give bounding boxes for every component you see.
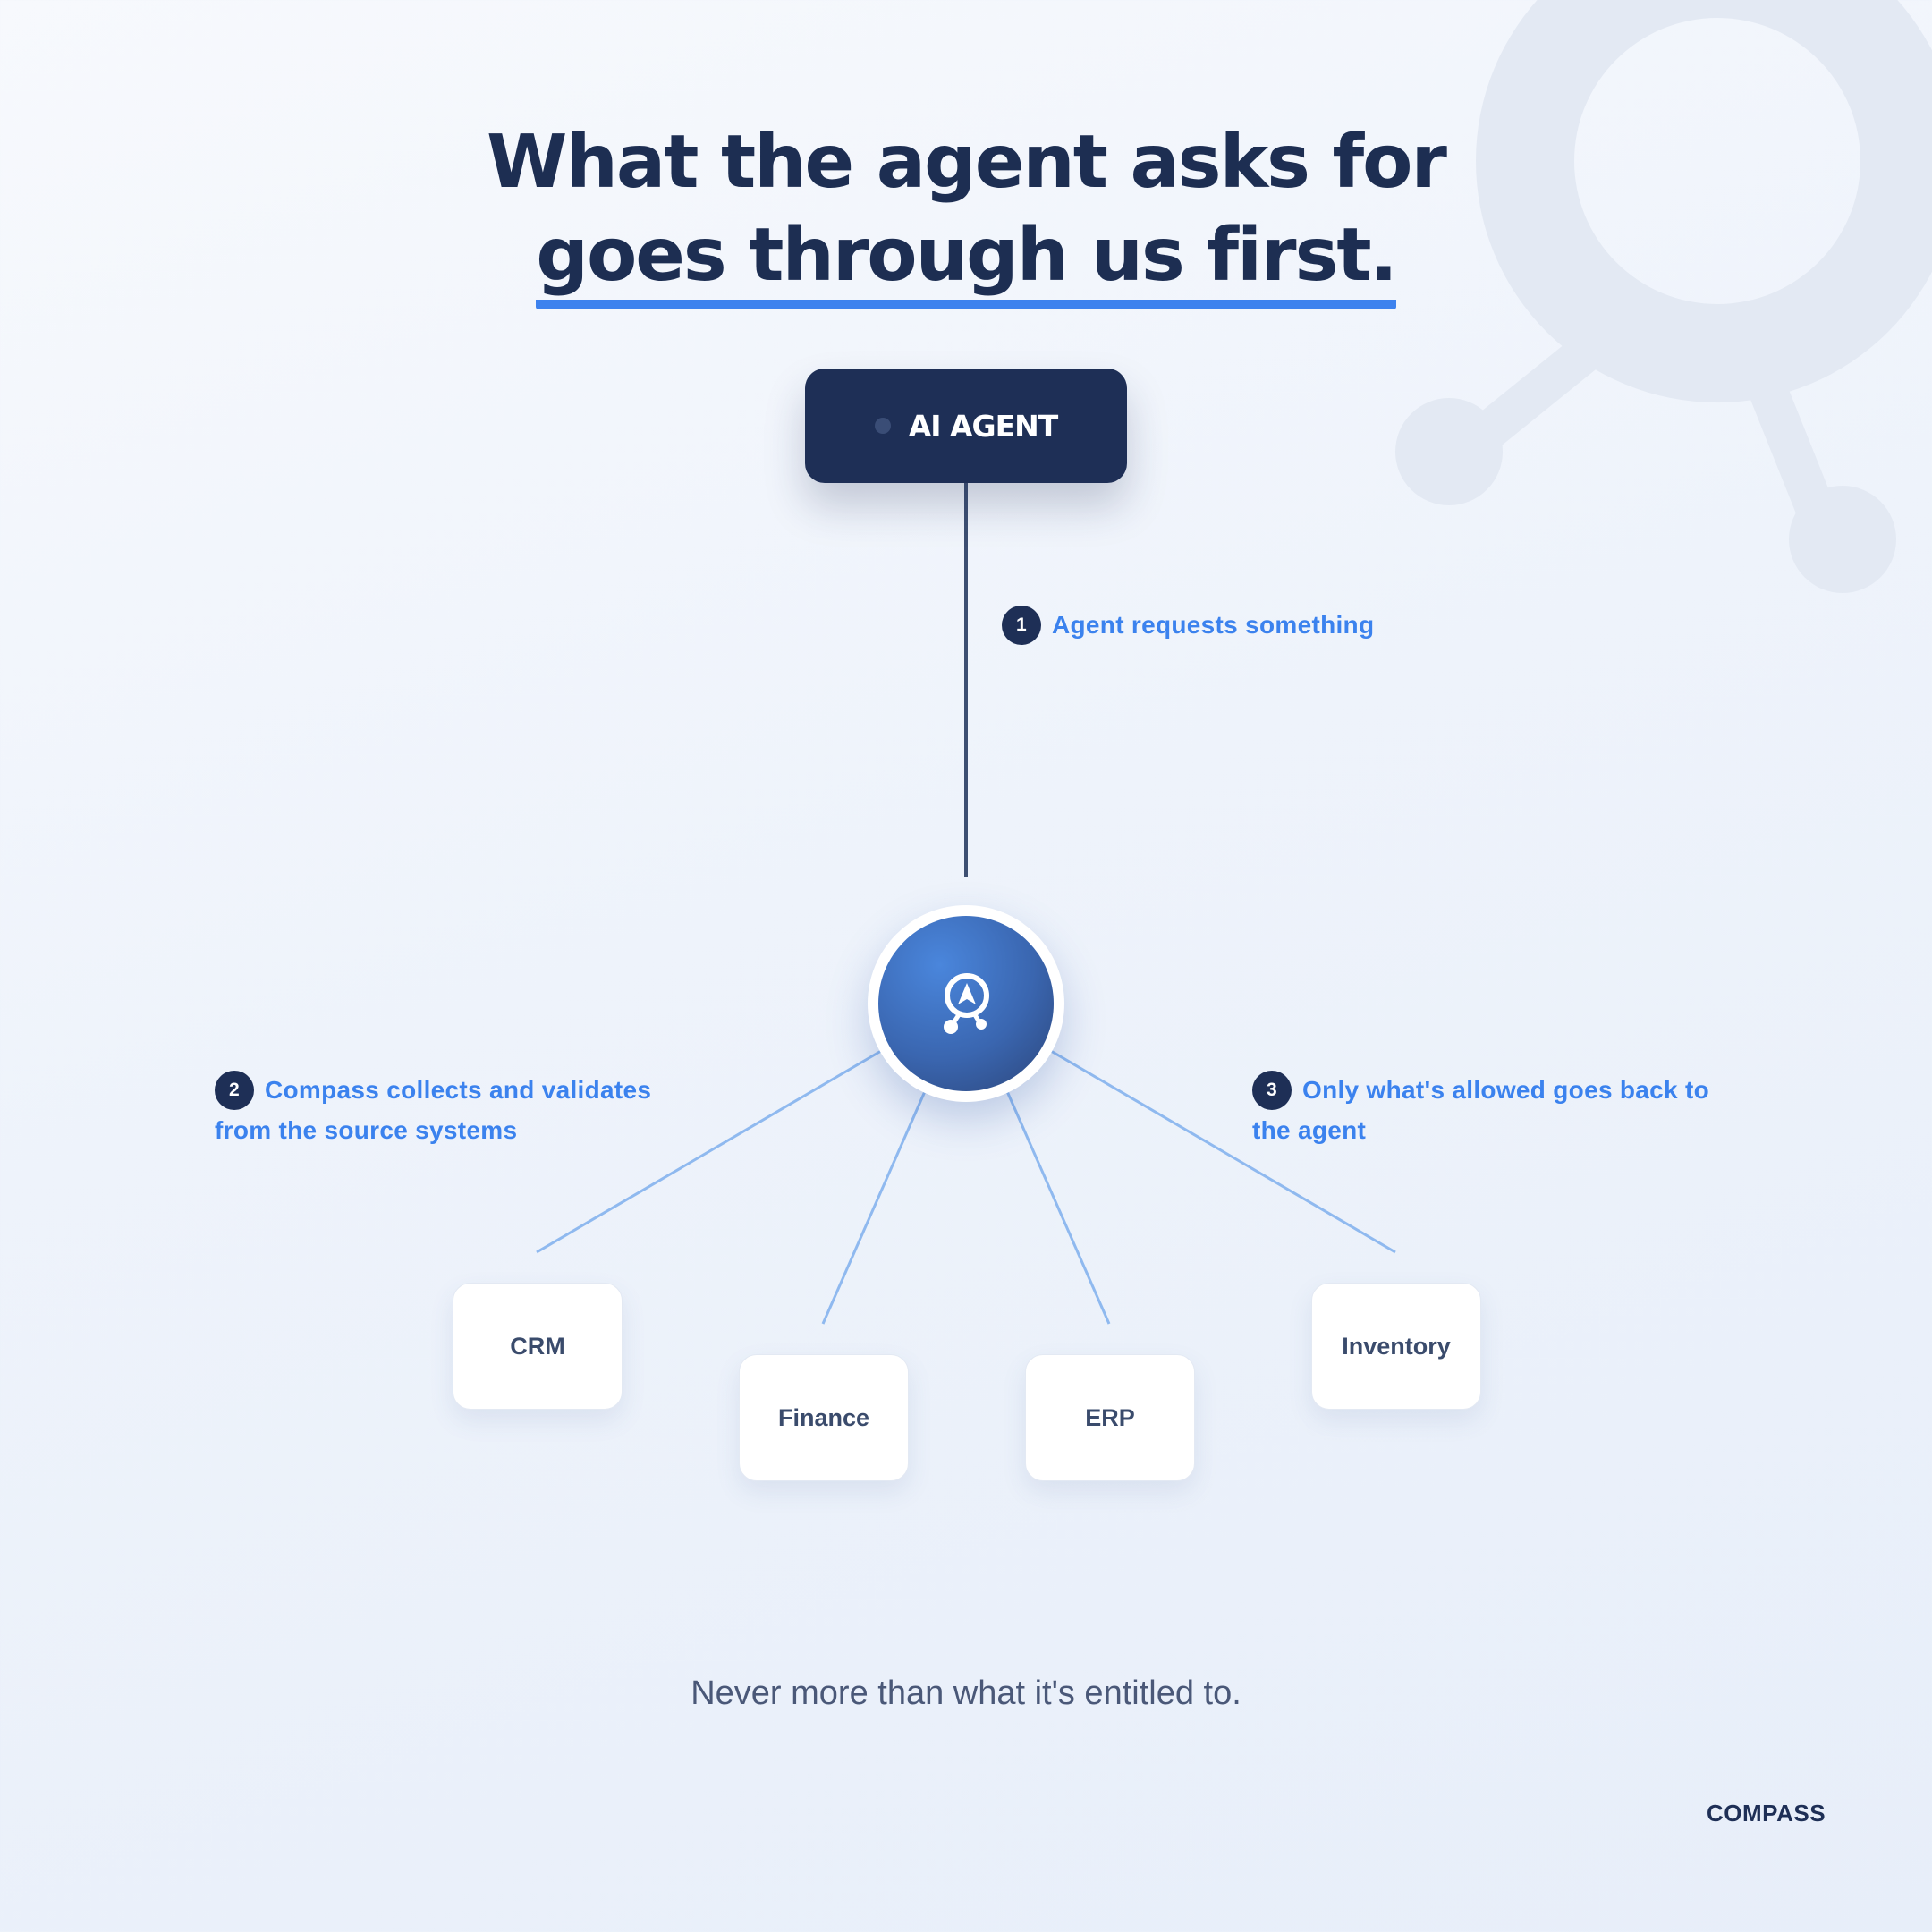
ai-agent-label: AI AGENT (908, 408, 1059, 444)
headline-line-2-underlined: goes through us first. (536, 214, 1398, 309)
system-erp: ERP (1025, 1354, 1195, 1481)
system-inventory: Inventory (1311, 1283, 1481, 1410)
hub-to-inventory-connector (1050, 1049, 1396, 1254)
agent-status-dot-icon (874, 418, 891, 434)
step-1-annotation: 1 Agent requests something (1002, 605, 1375, 647)
step-3-text-line-2: the agent (1252, 1115, 1367, 1144)
system-crm: CRM (453, 1283, 623, 1410)
step-3-text-line-1: Only what's allowed goes back to (1302, 1076, 1710, 1104)
compass-brand-logo: COMPASS (1707, 1800, 1826, 1826)
step-3-annotation: 3 Only what's allowed goes back to the ag… (1252, 1070, 1710, 1148)
step-1-text: Agent requests something (1052, 611, 1375, 639)
compass-logo-icon (944, 973, 989, 1034)
step-2-annotation: 2 Compass collects and validates from the… (215, 1070, 652, 1148)
step-2-text-line-2: from the source systems (215, 1115, 518, 1144)
ai-agent-node: AI AGENT (805, 369, 1127, 483)
hub-to-erp-connector (1004, 1089, 1111, 1325)
tagline: Never more than what it's entitled to. (691, 1674, 1241, 1712)
hub-to-finance-connector (821, 1089, 928, 1325)
step-2-text-line-1: Compass collects and validates (265, 1076, 652, 1104)
headline: What the agent asks for goes through us … (0, 116, 1932, 309)
hub-to-crm-connector (536, 1049, 882, 1254)
compass-hub (868, 905, 1064, 1102)
background-logo-watermark (1395, 0, 1932, 593)
step-2-badge: 2 (215, 1070, 254, 1110)
step-1-badge: 1 (1002, 605, 1041, 645)
headline-line-1: What the agent asks for (487, 120, 1447, 205)
system-finance: Finance (739, 1354, 909, 1481)
step-3-badge: 3 (1252, 1070, 1292, 1110)
